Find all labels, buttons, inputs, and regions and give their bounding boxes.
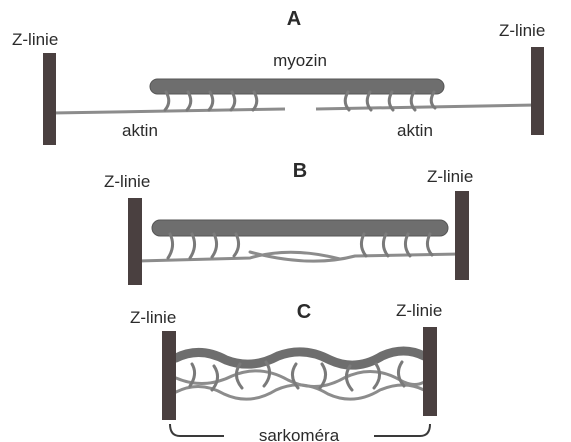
panel-a-heading: A [287, 8, 301, 30]
panel-a-z-line-left-label: Z-linie [12, 30, 58, 49]
panel-b-z-line-right [455, 191, 469, 280]
panel-c: C Z-linie Z-linie sarkoméra [130, 301, 442, 442]
panel-a-myosin-label: myozin [273, 51, 327, 70]
panel-b-myosin-heads-left [168, 234, 239, 258]
panel-a-z-line-right [531, 47, 544, 135]
panel-c-myosin-heads [190, 362, 404, 390]
panel-b-z-line-left-label: Z-linie [104, 172, 150, 191]
panel-a-myosin-heads-left [165, 92, 257, 110]
panel-b-myosin-heads-right [361, 234, 432, 256]
panel-c-z-line-left [162, 331, 176, 420]
panel-c-actin-filament-middle [176, 371, 424, 387]
panel-a-z-line-right-label: Z-linie [499, 21, 545, 40]
panel-c-sarcomere-bracket-right [374, 424, 430, 436]
panel-b: B Z-linie Z-linie [104, 160, 473, 285]
panel-a-actin-right-label: aktin [397, 121, 433, 140]
panel-a-myosin-filament [150, 79, 444, 94]
panel-c-myosin-filament [176, 351, 424, 365]
panel-b-z-line-left [128, 198, 142, 285]
panel-b-heading: B [293, 160, 307, 182]
panel-c-sarcomere-bracket-left [170, 424, 224, 436]
panel-c-sarcomere-label: sarkoméra [259, 426, 340, 442]
panel-a-actin-left-label: aktin [122, 121, 158, 140]
panel-a-z-line-left [43, 53, 56, 145]
panel-c-z-line-left-label: Z-linie [130, 308, 176, 327]
panel-c-z-line-right-label: Z-linie [396, 301, 442, 320]
panel-c-z-line-right [423, 327, 437, 416]
panel-a: A Z-linie Z-linie myozin aktin aktin [12, 8, 545, 145]
panel-c-heading: C [297, 301, 311, 323]
panel-b-z-line-right-label: Z-linie [427, 167, 473, 186]
panel-a-actin-filament-left [52, 109, 285, 113]
panel-b-myosin-filament [152, 220, 448, 236]
